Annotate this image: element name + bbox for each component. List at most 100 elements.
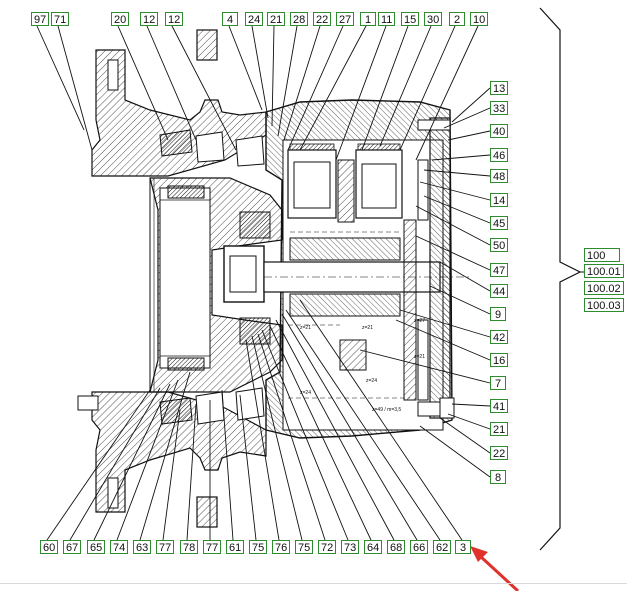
leader-line <box>285 309 441 541</box>
part-label-12-b[interactable]: 12 <box>165 12 184 26</box>
leader-line <box>277 25 298 137</box>
part-label-74[interactable]: 74 <box>110 540 129 554</box>
leader-line <box>281 313 418 541</box>
leader-line <box>415 25 479 161</box>
annotation-z21-c: z=21 <box>414 354 425 360</box>
leader-line <box>395 319 491 361</box>
leader-line <box>221 389 234 541</box>
leader-line <box>269 325 372 541</box>
annotation-z21-a: z=21 <box>300 325 311 331</box>
part-label-8[interactable]: 8 <box>490 470 506 484</box>
bottom-divider <box>0 583 627 584</box>
part-label-1[interactable]: 1 <box>360 12 376 26</box>
leader-line <box>69 387 161 541</box>
leader-line <box>287 25 344 151</box>
part-label-75-a[interactable]: 75 <box>249 540 268 554</box>
part-label-68[interactable]: 68 <box>387 540 406 554</box>
part-label-22-right[interactable]: 22 <box>490 446 509 460</box>
leader-line <box>283 25 321 141</box>
leader-line <box>171 25 237 151</box>
leader-line <box>359 349 491 384</box>
part-label-4[interactable]: 4 <box>222 12 238 26</box>
part-label-62[interactable]: 62 <box>433 540 452 554</box>
assembly-label-100-02[interactable]: 100.02 <box>584 281 624 295</box>
part-label-22[interactable]: 22 <box>313 12 332 26</box>
leader-line <box>299 299 463 541</box>
leader-line <box>419 181 491 201</box>
leader-line <box>245 339 280 541</box>
part-label-61[interactable]: 61 <box>226 540 245 554</box>
part-label-13[interactable]: 13 <box>490 81 509 95</box>
leader-line <box>261 329 349 541</box>
part-label-63[interactable]: 63 <box>133 540 152 554</box>
red-arrow-icon <box>470 546 520 591</box>
part-label-48[interactable]: 48 <box>490 169 509 183</box>
part-label-71[interactable]: 71 <box>51 12 70 26</box>
assembly-bracket <box>539 7 582 551</box>
part-label-20[interactable]: 20 <box>111 12 130 26</box>
part-label-14[interactable]: 14 <box>490 193 509 207</box>
part-label-73[interactable]: 73 <box>341 540 360 554</box>
part-label-3[interactable]: 3 <box>455 540 471 554</box>
part-label-28[interactable]: 28 <box>290 12 309 26</box>
annotation-z27: z=27 <box>414 318 425 324</box>
leader-line <box>439 261 491 292</box>
part-label-41[interactable]: 41 <box>490 399 509 413</box>
leader-line <box>361 25 409 151</box>
leader-line <box>46 389 151 541</box>
leader-line <box>451 87 491 123</box>
part-label-76[interactable]: 76 <box>272 540 291 554</box>
part-label-66[interactable]: 66 <box>410 540 429 554</box>
part-label-2[interactable]: 2 <box>449 12 465 26</box>
part-label-78[interactable]: 78 <box>180 540 199 554</box>
leader-line <box>228 25 263 111</box>
leader-line <box>186 403 197 541</box>
part-label-30[interactable]: 30 <box>424 12 443 26</box>
assembly-label-100[interactable]: 100 <box>584 248 620 262</box>
part-label-65[interactable]: 65 <box>87 540 106 554</box>
part-label-12-a[interactable]: 12 <box>140 12 159 26</box>
part-label-97[interactable]: 97 <box>31 12 50 26</box>
part-label-10[interactable]: 10 <box>470 12 489 26</box>
leader-lines <box>36 25 491 541</box>
leader-line <box>275 319 395 541</box>
part-label-21[interactable]: 21 <box>267 12 286 26</box>
part-label-9[interactable]: 9 <box>490 307 506 321</box>
part-label-45[interactable]: 45 <box>490 216 509 230</box>
assembly-label-100-01[interactable]: 100.01 <box>584 264 624 278</box>
part-label-27[interactable]: 27 <box>336 12 355 26</box>
leader-line <box>451 403 491 407</box>
part-label-21-right[interactable]: 21 <box>490 422 509 436</box>
leader-line <box>146 25 197 141</box>
part-label-60[interactable]: 60 <box>40 540 59 554</box>
part-label-44[interactable]: 44 <box>490 284 509 298</box>
part-label-75-b[interactable]: 75 <box>295 540 314 554</box>
part-label-40[interactable]: 40 <box>490 124 509 138</box>
leader-line <box>415 235 491 271</box>
part-label-72[interactable]: 72 <box>318 540 337 554</box>
part-label-77-b[interactable]: 77 <box>203 540 222 554</box>
roller-bearings <box>159 129 265 425</box>
part-label-50[interactable]: 50 <box>490 238 509 252</box>
part-label-67[interactable]: 67 <box>63 540 82 554</box>
leader-line <box>239 394 257 541</box>
part-label-16[interactable]: 16 <box>490 353 509 367</box>
leader-line <box>439 417 491 454</box>
part-label-42[interactable]: 42 <box>490 330 509 344</box>
leader-line <box>57 25 93 151</box>
leader-line <box>251 25 269 119</box>
leader-line <box>116 379 179 541</box>
part-label-46[interactable]: 46 <box>490 148 509 162</box>
seal-rings <box>167 185 271 371</box>
part-label-11[interactable]: 11 <box>378 12 396 26</box>
part-label-77-a[interactable]: 77 <box>156 540 175 554</box>
part-label-64[interactable]: 64 <box>364 540 383 554</box>
part-label-15[interactable]: 15 <box>401 12 420 26</box>
leader-line <box>257 333 326 541</box>
part-label-24[interactable]: 24 <box>245 12 264 26</box>
part-label-33[interactable]: 33 <box>490 101 509 115</box>
assembly-label-100-03[interactable]: 100.03 <box>584 298 624 312</box>
part-label-7[interactable]: 7 <box>490 376 506 390</box>
leader-line <box>443 107 491 129</box>
part-label-47[interactable]: 47 <box>490 263 509 277</box>
